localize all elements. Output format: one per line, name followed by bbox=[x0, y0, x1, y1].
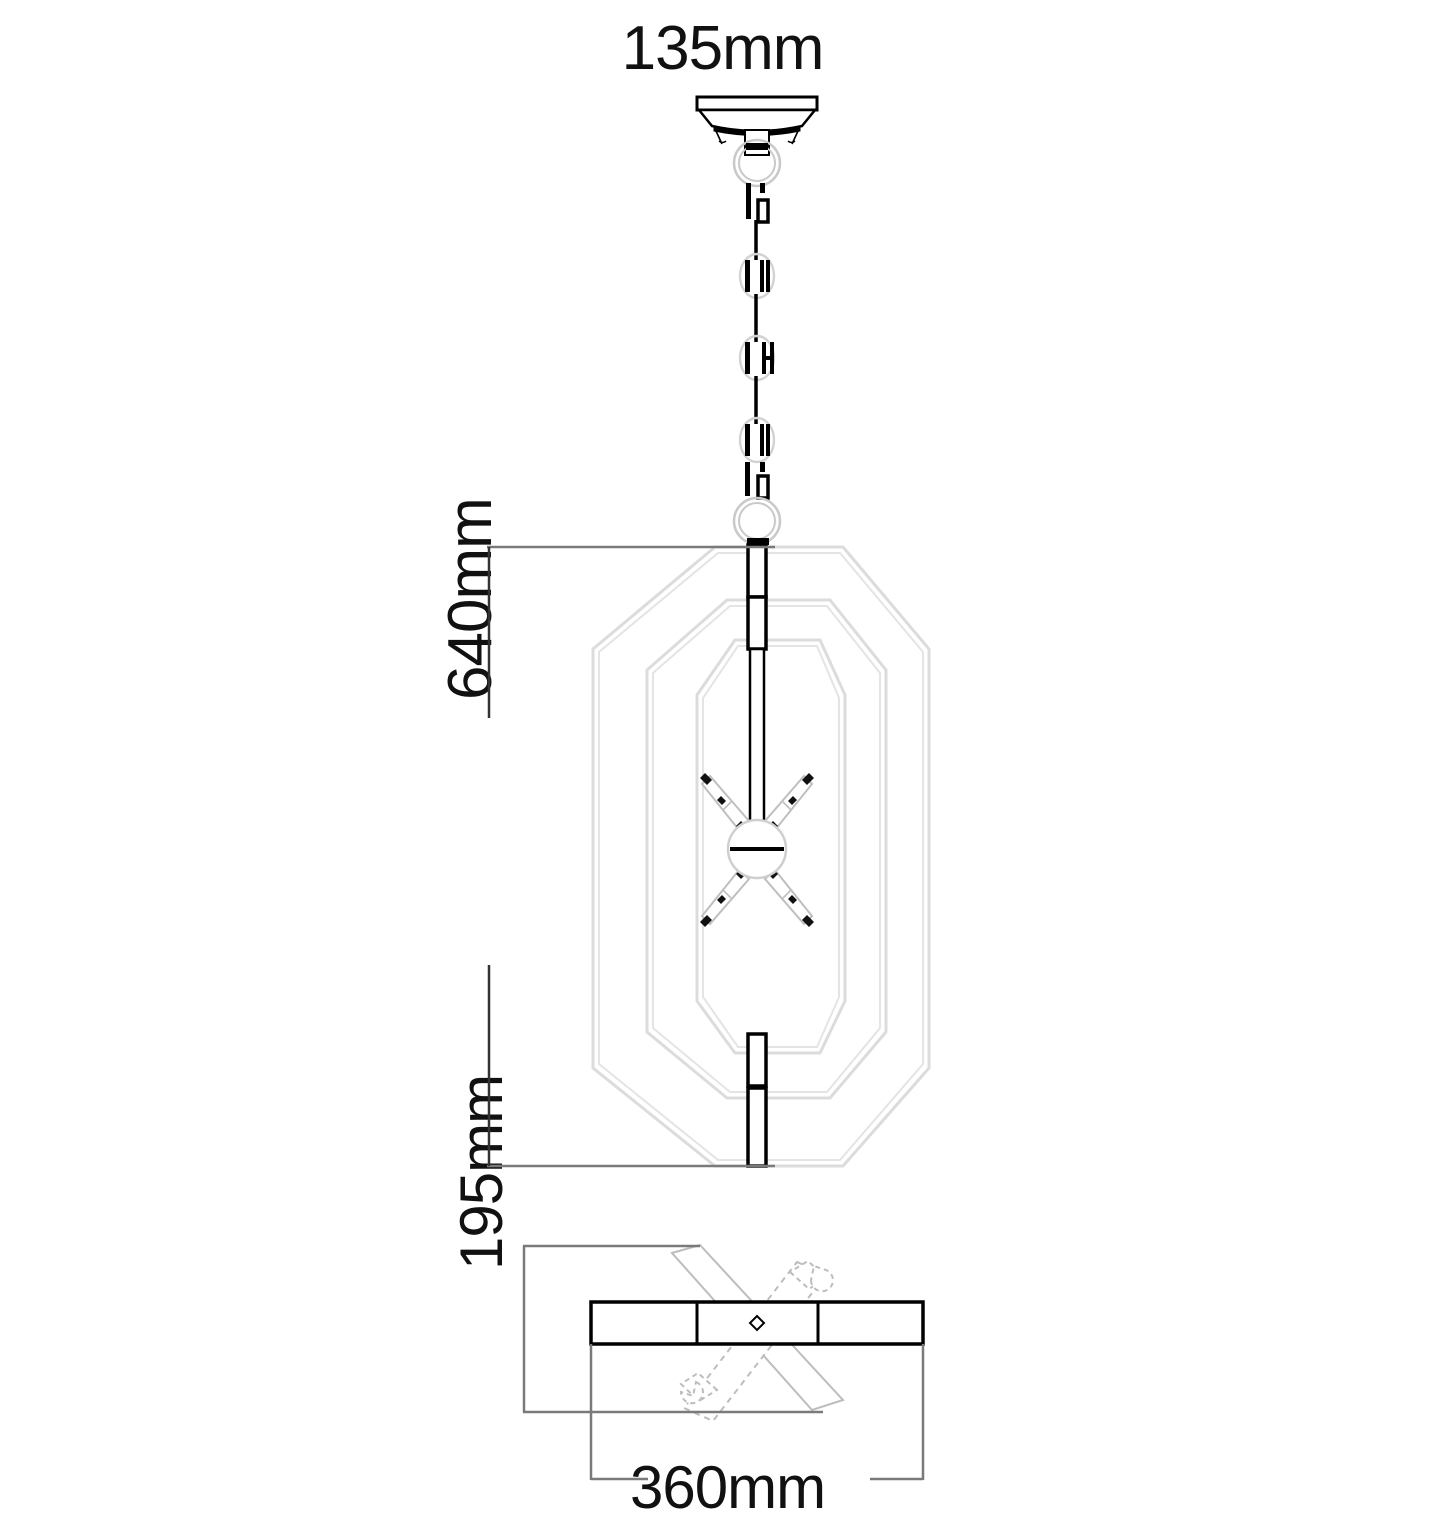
lamp-arm-lower-right bbox=[763, 868, 814, 927]
lamp-arm-lower-left bbox=[700, 868, 751, 927]
top-plan-view bbox=[522, 1243, 925, 1481]
plan-frame-bar bbox=[589, 1300, 925, 1346]
lamp-cluster bbox=[700, 773, 814, 927]
canopy-hanging-loop bbox=[732, 138, 782, 188]
lower-hanging-loop bbox=[732, 496, 782, 546]
central-support-rod bbox=[746, 543, 768, 831]
outer-octagon-frame bbox=[591, 545, 931, 1168]
height-dimension-line bbox=[487, 545, 775, 1168]
front-elevation-view bbox=[487, 95, 931, 1168]
dimension-label-body-width: 360mm bbox=[630, 1454, 826, 1521]
depth-dimension-line bbox=[522, 1244, 823, 1414]
plan-center-hole bbox=[748, 1314, 766, 1332]
bottom-finial bbox=[746, 1032, 768, 1168]
inner-octagon-frame bbox=[695, 638, 847, 1055]
middle-octagon-frame bbox=[645, 598, 888, 1100]
ceiling-canopy bbox=[695, 95, 819, 156]
width-dimension-line bbox=[589, 1344, 925, 1481]
dimension-label-canopy-width: 135mm bbox=[621, 14, 825, 83]
suspension-chain bbox=[738, 183, 776, 500]
